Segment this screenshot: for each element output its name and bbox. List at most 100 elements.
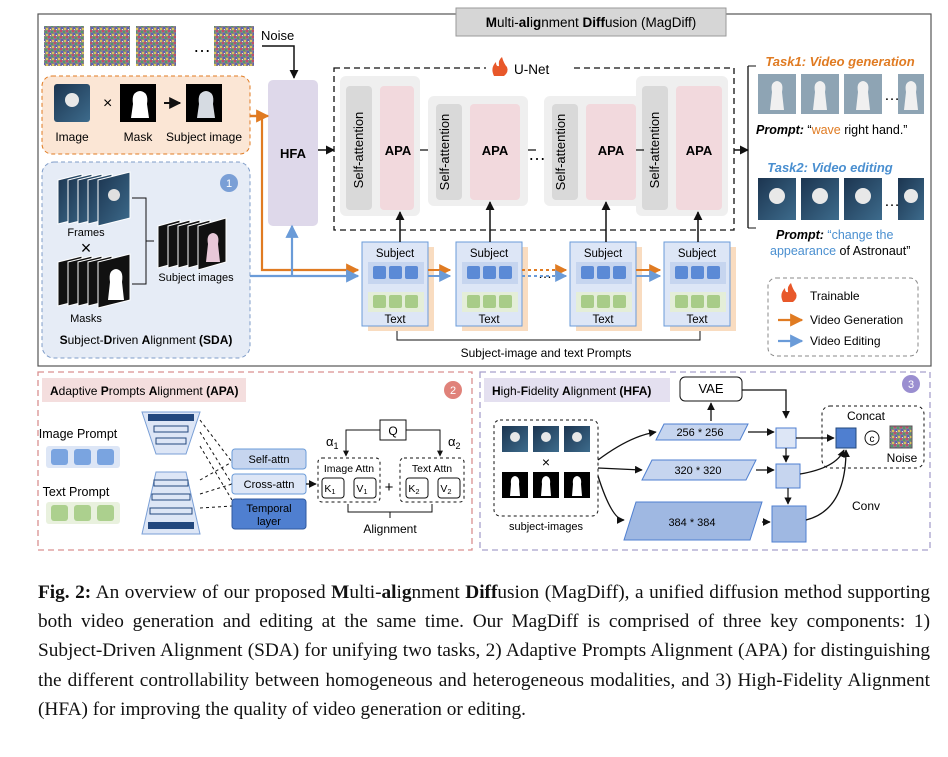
noise-arrow (262, 45, 299, 79)
svg-text:APA: APA (482, 143, 509, 158)
svg-text:3: 3 (908, 379, 914, 391)
svg-text:Subject: Subject (584, 248, 623, 260)
svg-text:Self-attention: Self-attention (647, 112, 662, 189)
prompt-card-2: Subject Text (455, 241, 528, 331)
svg-text:Subject: Subject (678, 248, 717, 260)
svg-text:α1: α1 (326, 434, 339, 451)
svg-text:α2: α2 (448, 434, 461, 451)
svg-text:Self-attention: Self-attention (437, 114, 452, 191)
svg-text:256 * 256: 256 * 256 (676, 427, 723, 439)
svg-text:Frames: Frames (67, 227, 105, 239)
svg-text:Masks: Masks (70, 313, 102, 325)
svg-text:Multi-alignment Diffusion (Mag: Multi-alignment Diffusion (MagDiff) (486, 15, 697, 30)
svg-text:APA: APA (598, 143, 625, 158)
prompt-card-1: Subject Text (361, 241, 434, 331)
svg-text:V1: V1 (356, 483, 367, 496)
svg-text:Trainable: Trainable (810, 289, 860, 303)
unet-module-4: Self-attention APA (636, 76, 728, 216)
svg-text:Image: Image (55, 130, 89, 144)
svg-text:Self-attention: Self-attention (351, 112, 366, 189)
flame-icon (781, 283, 797, 302)
main-title: Multi-alignment Diffusion (MagDiff) (455, 7, 727, 37)
svg-text:Task2: Video editing: Task2: Video editing (767, 160, 893, 175)
svg-text:K1: K1 (324, 483, 335, 496)
svg-text:appearance of Astronaut”: appearance of Astronaut” (770, 244, 910, 258)
svg-text:Q: Q (388, 424, 397, 438)
hfa-block: HFA (268, 80, 318, 226)
prompt-card-4: Subject Text (663, 241, 736, 331)
svg-text:×: × (81, 238, 92, 258)
svg-text:Cross-attn: Cross-attn (244, 479, 295, 491)
figure-caption: Fig. 2: An overview of our proposed Mult… (38, 582, 930, 720)
svg-text:VAE: VAE (698, 381, 723, 396)
unet-module-1: Self-attention APA (340, 76, 420, 216)
svg-text:V2: V2 (440, 483, 451, 496)
svg-text:+: + (385, 479, 394, 496)
svg-text:Prompt: “change the: Prompt: “change the (776, 228, 893, 242)
svg-text:APA: APA (385, 143, 412, 158)
svg-text:…: … (884, 87, 900, 104)
svg-text:Text: Text (592, 314, 614, 326)
noise-label: Noise (261, 28, 294, 43)
svg-text:K2: K2 (408, 483, 419, 496)
svg-text:Concat: Concat (847, 409, 886, 423)
svg-text:×: × (103, 95, 112, 112)
svg-text:Subject: Subject (470, 248, 509, 260)
hfa-panel: High-Fidelity Alignment (HFA) 3 × subjec… (479, 371, 931, 551)
svg-text:c: c (870, 434, 875, 445)
figure-diagram: Multi-alignment Diffusion (MagDiff) … No… (37, 7, 932, 551)
svg-text:Image Attn: Image Attn (324, 463, 374, 475)
unet-module-3: Self-attention APA (544, 96, 644, 206)
svg-text:320 * 320: 320 * 320 (674, 465, 721, 477)
svg-text:Temporal: Temporal (246, 503, 291, 515)
unet-block: U-Net (333, 56, 735, 231)
masks-stack (57, 253, 131, 309)
legend: Trainable Video Generation Video Editing (767, 277, 919, 357)
svg-text:Text: Text (686, 314, 708, 326)
svg-text:Self-attn: Self-attn (249, 454, 290, 466)
svg-text:Text Prompt: Text Prompt (43, 485, 110, 499)
svg-text:1: 1 (226, 178, 232, 190)
noise-images: … (44, 26, 254, 66)
cards-ellipsis: … (538, 265, 552, 281)
svg-text:384 * 384: 384 * 384 (668, 517, 715, 529)
svg-text:Conv: Conv (852, 499, 880, 513)
svg-text:High-Fidelity Alignment (HFA): High-Fidelity Alignment (HFA) (492, 384, 651, 398)
svg-text:…: … (884, 193, 900, 210)
sda-badge (220, 174, 238, 192)
svg-text:…: … (193, 36, 211, 56)
svg-text:Noise: Noise (887, 451, 918, 465)
svg-text:×: × (542, 454, 550, 470)
task2: Task2: Video editing … Prompt: “change t… (748, 160, 924, 258)
unet-ellipsis: … (528, 144, 546, 164)
svg-text:Subject images: Subject images (158, 272, 234, 284)
input-panel: × Image Mask Subject image (41, 75, 251, 155)
flame-icon (492, 57, 508, 76)
svg-text:2: 2 (450, 385, 456, 397)
svg-text:Subject: Subject (376, 248, 415, 260)
svg-text:Video Editing: Video Editing (810, 334, 881, 348)
apa-panel: Adaptive Prompts Alignment (APA) 2 Image… (37, 371, 473, 551)
unet-module-2: Self-attention APA (428, 96, 528, 206)
svg-text:Alignment: Alignment (363, 522, 417, 536)
svg-text:Subject image: Subject image (166, 130, 242, 144)
svg-text:U-Net: U-Net (514, 62, 550, 77)
svg-text:APA: APA (686, 143, 713, 158)
svg-text:Video Generation: Video Generation (810, 313, 903, 327)
svg-text:HFA: HFA (280, 146, 307, 161)
svg-text:Task1: Video generation: Task1: Video generation (765, 54, 914, 69)
task1: Task1: Video generation … Prompt: “wave … (748, 54, 924, 137)
svg-text:Text Attn: Text Attn (412, 463, 452, 475)
svg-text:layer: layer (257, 516, 281, 528)
sda-panel: 1 Frames × Masks S (41, 161, 251, 359)
svg-text:Subject-Driven Alignment (SDA): Subject-Driven Alignment (SDA) (60, 333, 233, 347)
prompts-caption: Subject-image and text Prompts (461, 346, 632, 360)
svg-text:subject-images: subject-images (509, 521, 583, 533)
prompt-card-3: Subject Text (569, 241, 642, 331)
subject-images-stack (157, 217, 227, 271)
svg-text:Adaptive Prompts Alignment (AP: Adaptive Prompts Alignment (APA) (50, 384, 239, 398)
svg-text:Image Prompt: Image Prompt (39, 427, 118, 441)
svg-text:Self-attention: Self-attention (553, 114, 568, 191)
svg-text:Text: Text (478, 314, 500, 326)
svg-text:Mask: Mask (124, 130, 154, 144)
